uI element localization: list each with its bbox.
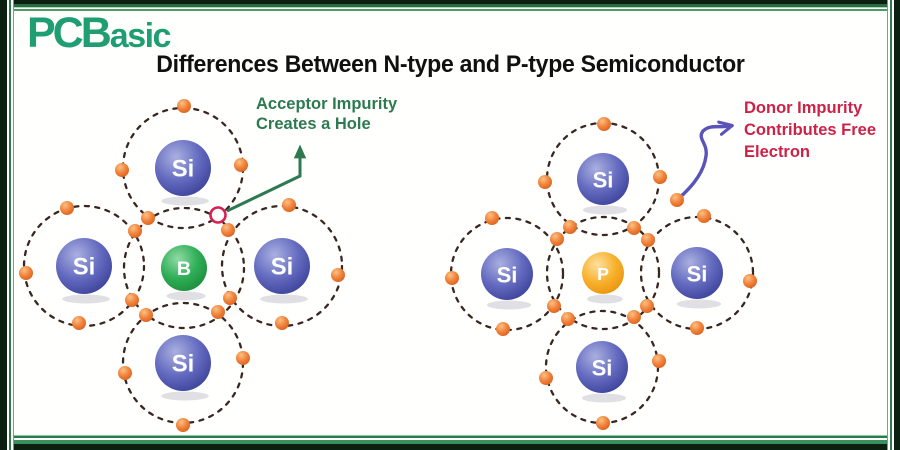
atom-shadow <box>161 196 209 206</box>
atom-shadow <box>581 393 627 403</box>
electron-dot <box>561 312 575 326</box>
electron-orbit <box>122 206 246 330</box>
atom-symbol-label: Si <box>687 262 708 287</box>
atom-shadow <box>62 294 110 304</box>
atom-shadow <box>582 205 628 215</box>
electron-dot <box>118 366 132 380</box>
electron-orbit <box>545 215 661 331</box>
electron-dot <box>743 274 757 288</box>
atom-si <box>481 248 533 300</box>
atom-symbol-label: Si <box>172 351 194 378</box>
electron-dot <box>223 291 237 305</box>
electron-dot <box>72 316 86 330</box>
page-title: Differences Between N-type and P-type Se… <box>155 51 745 78</box>
atom-shadow <box>260 294 308 304</box>
atom-si <box>577 153 629 205</box>
electron-dot <box>640 299 654 313</box>
atom-si <box>254 238 310 294</box>
atom-shadow <box>161 391 209 401</box>
electron-dot <box>653 170 667 184</box>
electron-dot <box>597 117 611 131</box>
electron-dot <box>115 163 129 177</box>
atom-shadow <box>486 300 532 310</box>
title-row: Differences Between N-type and P-type Se… <box>0 51 900 79</box>
atom-symbol-label: Si <box>497 263 518 288</box>
electron-dot <box>236 351 250 365</box>
electron-dot <box>670 193 684 207</box>
logo-text-pcb: PCB <box>27 9 112 57</box>
electron-dot <box>539 371 553 385</box>
atom-symbol-label: Si <box>593 168 614 193</box>
acceptor-impurity-label: Acceptor Impurity Creates a Hole <box>256 95 398 133</box>
electron-dot <box>652 354 666 368</box>
hole-pointer-arrow <box>226 144 307 213</box>
electron-dot <box>275 316 289 330</box>
electron-dot <box>596 416 610 430</box>
electron-dot <box>221 223 235 237</box>
donor-impurity-label: Donor Impurity Contributes Free Electron <box>744 99 877 161</box>
electron-dot <box>485 211 499 225</box>
atom-p <box>582 252 624 294</box>
atom-si <box>155 140 211 196</box>
electron-dot <box>60 201 74 215</box>
logo-text-asic: asic <box>109 17 172 55</box>
free-electron-pointer-arrow <box>676 120 734 201</box>
electron-dot <box>211 305 225 319</box>
atom-symbol-label: Si <box>592 356 613 381</box>
atom-shadow <box>166 291 206 301</box>
electron-dot <box>641 233 655 247</box>
electron-dot <box>627 221 641 235</box>
electron-dot <box>282 198 296 212</box>
atom-b <box>161 245 207 291</box>
electron-dot <box>690 321 704 335</box>
electron-dot <box>331 268 345 282</box>
atom-si <box>56 238 112 294</box>
atom-symbol-label: Si <box>172 156 194 183</box>
electron-dot <box>234 158 248 172</box>
electron-dot <box>547 299 561 313</box>
frame-border-top <box>0 0 900 11</box>
atom-si <box>671 247 723 299</box>
electron-dot <box>563 220 577 234</box>
atom-shadow <box>587 294 623 304</box>
electron-dot <box>697 209 711 223</box>
atom-symbol-label: Si <box>271 254 293 281</box>
electron-dot <box>176 418 190 432</box>
electron-dot <box>128 224 142 238</box>
electron-dot <box>19 266 33 280</box>
atom-symbol-label: Si <box>73 254 95 281</box>
electron-dot <box>125 293 139 307</box>
atom-symbol-label: P <box>597 264 609 284</box>
electron-dot <box>177 99 191 113</box>
atom-si <box>155 335 211 391</box>
atom-si <box>576 341 628 393</box>
electron-dot <box>139 308 153 322</box>
atom-symbol-label: B <box>177 258 191 280</box>
hole-marker <box>209 206 227 224</box>
atom-shadow <box>676 299 722 309</box>
electron-dot <box>627 310 641 324</box>
electron-dot <box>538 175 552 189</box>
electron-dot <box>141 211 155 225</box>
electron-dot <box>550 232 564 246</box>
pcbasic-logo: PCB asic <box>27 9 172 57</box>
electron-dot <box>445 271 459 285</box>
electron-dot <box>496 322 510 336</box>
